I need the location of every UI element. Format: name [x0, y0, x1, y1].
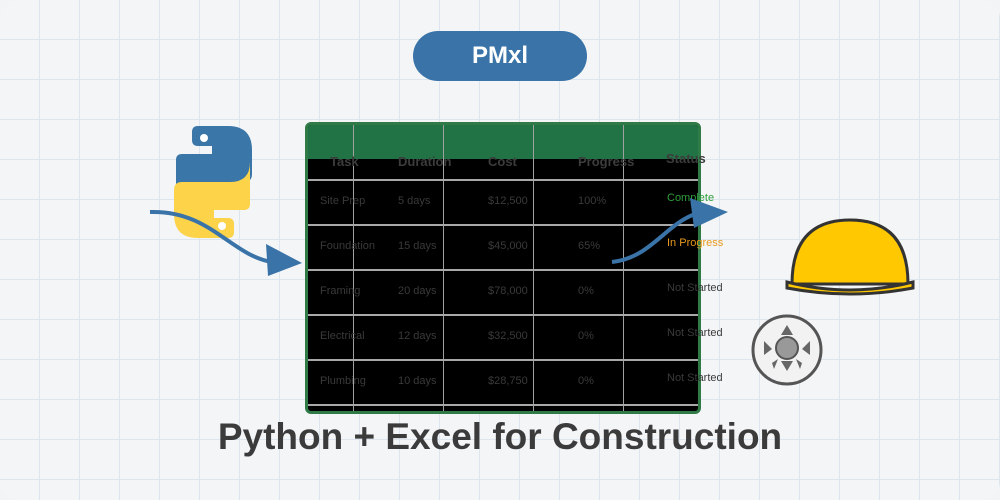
column-header-cost: Cost	[488, 154, 517, 169]
cell-cost: $45,000	[488, 240, 528, 252]
grid-line	[533, 125, 534, 411]
grid-line	[353, 125, 354, 411]
grid-line	[308, 224, 698, 226]
cell-progress: 100%	[578, 195, 607, 207]
pmxl-badge: PMxl	[413, 31, 587, 81]
cell-duration: 20 days	[398, 285, 437, 297]
cell-task: Plumbing	[320, 375, 366, 387]
gear-icon	[751, 314, 823, 386]
cell-cost: $32,500	[488, 330, 528, 342]
spreadsheet: Task Duration Cost Progress Site Prep 5 …	[305, 122, 701, 414]
cell-duration: 15 days	[398, 240, 437, 252]
cell-progress: 0%	[578, 330, 594, 342]
cell-cost: $78,000	[488, 285, 528, 297]
grid-line	[308, 314, 698, 316]
cell-task: Foundation	[320, 240, 376, 252]
cell-duration: 5 days	[398, 195, 431, 207]
cell-duration: 12 days	[398, 330, 437, 342]
grid-line	[308, 359, 698, 361]
grid-line	[308, 404, 698, 406]
cell-status: Not Started	[667, 327, 723, 339]
spreadsheet-header-bar	[308, 125, 698, 159]
page-title: Python + Excel for Construction	[217, 416, 783, 457]
cell-status: Not Started	[667, 282, 723, 294]
cell-progress: 0%	[578, 375, 594, 387]
cell-task: Framing	[320, 285, 361, 297]
grid-line	[623, 125, 624, 411]
column-header-progress: Progress	[578, 154, 635, 169]
cell-duration: 10 days	[398, 375, 437, 387]
column-header-status: Status	[666, 151, 706, 166]
column-header-duration: Duration	[398, 154, 452, 169]
cell-task: Site Prep	[320, 195, 366, 207]
column-header-task: Task	[330, 154, 359, 169]
grid-line	[308, 179, 698, 181]
grid-line	[443, 125, 444, 411]
cell-cost: $28,750	[488, 375, 528, 387]
cell-progress: 65%	[578, 240, 601, 252]
cell-status: Complete	[667, 192, 715, 204]
cell-status: In Progress	[667, 237, 724, 249]
cell-status: Not Started	[667, 372, 723, 384]
cell-task: Electrical	[320, 330, 365, 342]
hard-hat-icon	[785, 218, 915, 296]
grid-line	[308, 269, 698, 271]
cell-progress: 0%	[578, 285, 594, 297]
cell-cost: $12,500	[488, 195, 528, 207]
